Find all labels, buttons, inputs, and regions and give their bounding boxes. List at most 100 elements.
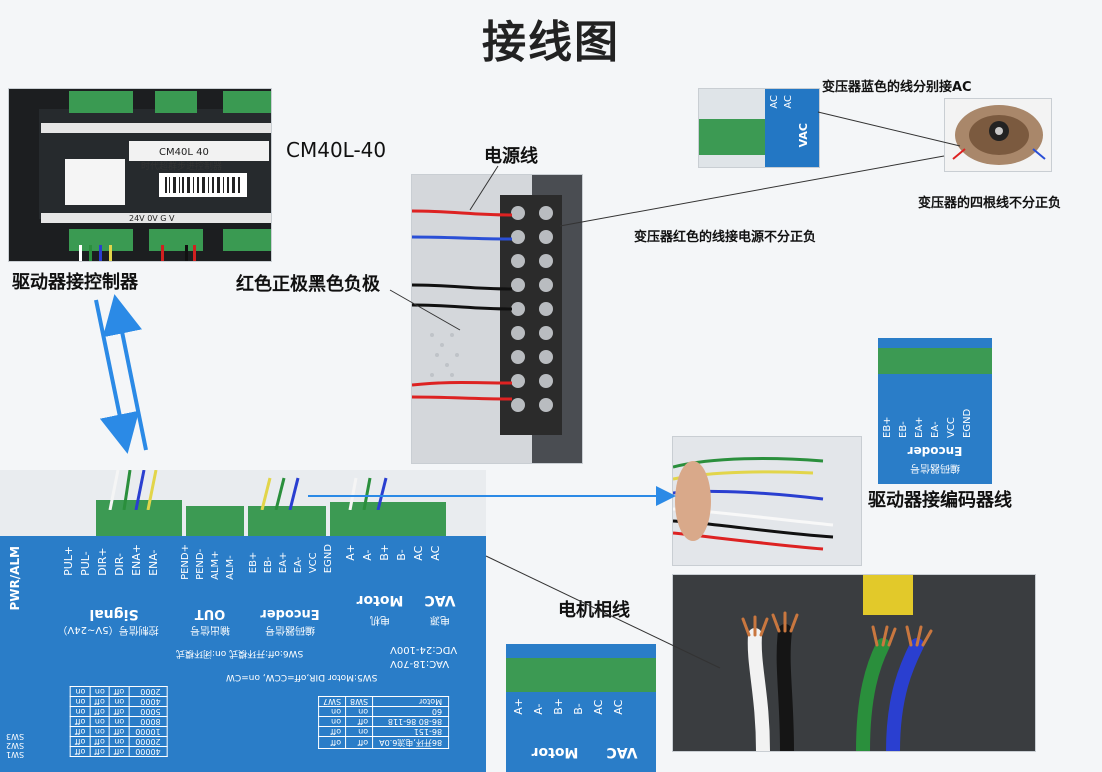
transformer-drawing: [952, 105, 1046, 165]
motor-phase-label: 电机相线: [558, 600, 630, 621]
driver-to-encoder-label: 驱动器接编码器线: [868, 490, 1012, 511]
pin-b-plus: B+: [378, 544, 391, 561]
pin-alm-minus: ALM-: [225, 555, 236, 580]
encoder-closeup-title: Encoder: [907, 444, 963, 458]
red-pos-black-neg-label: 红色正极黑色负极: [236, 274, 380, 295]
leader-transformer-blue: [817, 111, 961, 147]
pin-ena-plus: ENA+: [130, 544, 143, 576]
arrow-up: [102, 294, 148, 451]
driver-encoder-title: Encoder: [260, 606, 320, 621]
terminal-block-drawing: [412, 175, 582, 463]
motor-closeup-pin-1: A+: [512, 698, 525, 715]
transformer-photo: [944, 98, 1052, 172]
pin-ac-2: AC: [429, 545, 442, 561]
driver-vac-text: VAC:18-70V: [390, 658, 450, 669]
page-title: 接线图: [482, 17, 620, 68]
driver-sw6-text: SW6:off:开环模式 on:闭环模式: [176, 648, 304, 658]
motor-closeup-pin-6: AC: [612, 699, 625, 715]
encoder-closeup-photo: EB+ EB- EA+ EA- VCC EGND Encoder 编码器信号: [878, 338, 992, 484]
power-terminal-photo: [411, 174, 583, 464]
copper-strands: [741, 611, 933, 647]
driver-encoder-pins: EB+ EB- EA+ EA- VCC EGND: [248, 544, 337, 573]
driver-signal-title: Signal: [89, 606, 139, 622]
driver-out-sub: 输出信号: [190, 624, 230, 635]
controller-photo: CM40L 40 时代超群步进控制器 24V 0V G V: [8, 88, 272, 262]
driver-body: PWR/ALM PUL+ PUL- DIR+ DIR- ENA+ ENA- Si…: [0, 536, 486, 772]
transformer-blue-label: 变压器蓝色的线分别接AC: [822, 80, 972, 95]
pin-eb-plus: EB+: [248, 551, 259, 574]
driver-motor-sub: 电机: [370, 614, 390, 625]
pin-dir-plus: DIR+: [96, 547, 109, 576]
pin-pend-minus: PEND-: [195, 548, 206, 580]
pin-vcc: VCC: [308, 552, 319, 574]
pin-b-minus: B-: [395, 549, 408, 561]
driver-out-terminal: [186, 506, 244, 536]
driver-signal-pins: PUL+ PUL- DIR+ DIR- ENA+ ENA-: [62, 544, 162, 576]
driver-out-pins: PEND+ PEND- ALM+ ALM-: [180, 544, 239, 580]
controller-drawing: CM40L 40 时代超群步进控制器 24V 0V G V: [9, 89, 271, 261]
pin-dir-minus: DIR-: [113, 553, 126, 576]
driver-photo: PWR/ALM PUL+ PUL- DIR+ DIR- ENA+ ENA- Si…: [0, 470, 486, 772]
vac-closeup-photo: AC AC VAC: [698, 88, 820, 168]
controller-model-label: CM40L-40: [286, 138, 387, 162]
driver-vdc-text: VDC:24-100V: [390, 644, 458, 655]
driver-encoder-sub: 编码器信号: [265, 624, 315, 635]
driver-vac-title: VAC: [424, 592, 456, 608]
motor-closeup-pins: A+ A- B+ B- AC AC: [512, 698, 628, 715]
encoder-closeup-pin-egnd: EGND: [962, 408, 973, 438]
pin-eb-minus: EB-: [263, 556, 274, 574]
driver-to-controller-label: 驱动器接控制器: [12, 272, 138, 293]
encoder-wires-drawing: [673, 457, 834, 551]
controller-top-terminals: [69, 91, 271, 113]
vac-closeup-title: VAC: [797, 123, 810, 148]
driver-signal-sub: 控制信号（5V~24V）: [57, 624, 159, 635]
sw2-label: SW2: [6, 741, 25, 750]
driver-pwr-alm: PWR/ALM: [8, 546, 22, 611]
power-line-label: 电源线: [484, 146, 538, 167]
pin-ea-plus: EA+: [278, 551, 289, 574]
transformer-four-label: 变压器的四根线不分正负: [918, 196, 1062, 211]
encoder-wires-photo: [672, 436, 862, 566]
motor-closeup-title: Motor: [531, 744, 579, 760]
encoder-closeup-pin-eb-minus: EB-: [898, 421, 909, 438]
driver-encoder-terminal: [248, 506, 326, 536]
encoder-closeup-pin-vcc: VCC: [946, 417, 957, 438]
driver-motor-pins: A+ A- B+ B- AC AC: [344, 544, 444, 561]
motor-closeup-pin-3: B+: [552, 698, 565, 715]
controller-name-text: 时代超群步进控制器: [141, 160, 222, 172]
driver-sw-labels: SW1 SW2 SW3: [6, 732, 24, 759]
motor-wires-drawing: [673, 575, 1035, 751]
pin-a-minus: A-: [361, 549, 374, 561]
vac-closeup-panel: AC AC VAC: [765, 89, 819, 167]
encoder-closeup-pins: EB+ EB- EA+ EA- VCC EGND: [882, 380, 976, 438]
driver-motor-title: Motor: [356, 592, 404, 608]
driver-wires: [108, 470, 388, 510]
encoder-closeup-pin-eb-plus: EB+: [882, 416, 893, 438]
vac-closeup-terminal: [699, 119, 765, 155]
pin-ea-minus: EA-: [293, 556, 304, 574]
motor-closeup-pin-5: AC: [592, 699, 605, 715]
driver-out-title: OUT: [194, 606, 226, 621]
driver-vac-sub: 电源: [430, 614, 450, 625]
pin-ena-minus: ENA-: [147, 549, 160, 576]
pin-alm-plus: ALM+: [210, 550, 221, 580]
barcode: [165, 177, 240, 193]
motor-closeup-title-vac: VAC: [606, 744, 638, 760]
encoder-closeup-terminal: [878, 348, 992, 374]
motor-wires-photo: [672, 574, 1036, 752]
sw1-label: SW1: [6, 750, 25, 759]
vac-closeup-pin-2: AC: [783, 95, 794, 109]
controller-voltage-text: 24V 0V G V: [129, 214, 175, 223]
pin-a-plus: A+: [344, 544, 357, 561]
terminal-screws: [511, 206, 553, 412]
encoder-closeup-pin-ea-minus: EA-: [930, 421, 941, 438]
motor-closeup-pin-4: B-: [572, 703, 585, 715]
pin-pul-plus: PUL+: [62, 545, 75, 576]
driver-sw5-text: SW5:Motor DIR,off=CCW, on=CW: [226, 672, 378, 682]
pin-ac-1: AC: [412, 545, 425, 561]
arrow-down: [94, 299, 140, 454]
pin-pul-minus: PUL-: [79, 551, 92, 576]
transformer-red-label: 变压器红色的线接电源不分正负: [634, 230, 817, 245]
